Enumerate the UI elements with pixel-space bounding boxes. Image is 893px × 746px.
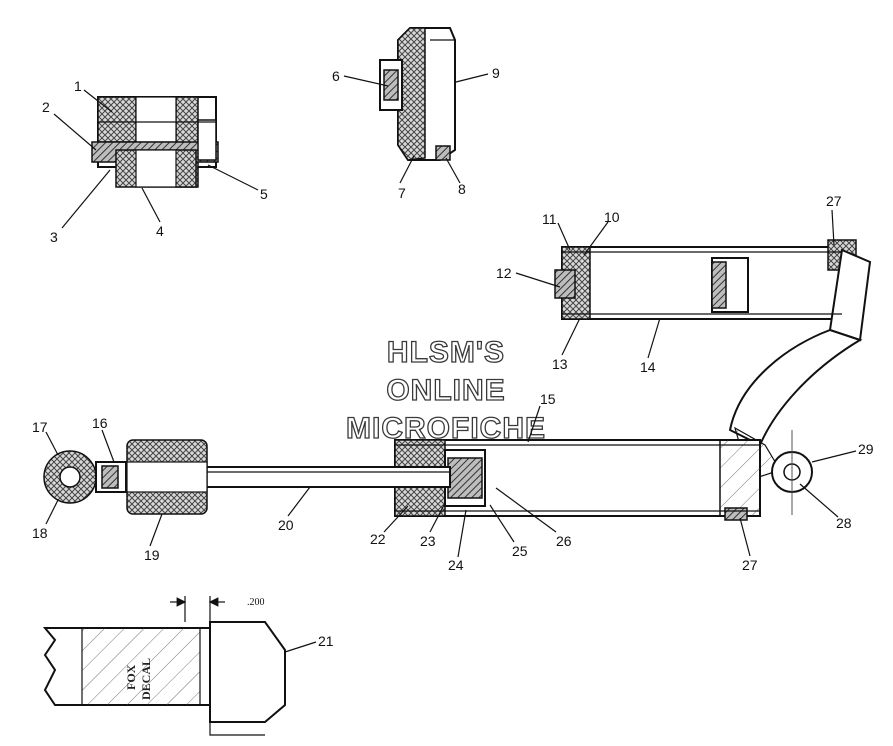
shock-body [394, 439, 761, 521]
leader-lines [45, 73, 857, 653]
callout-3: 3 [50, 229, 58, 245]
shaft [204, 466, 451, 488]
callout-10: 10 [604, 209, 620, 225]
callout-27-bottom: 27 [742, 557, 758, 573]
callout-23: 23 [420, 533, 436, 549]
dimension-label: .200 [247, 597, 265, 608]
callout-12: 12 [496, 265, 512, 281]
callout-24: 24 [448, 557, 464, 573]
reservoir-end-cap [379, 27, 456, 161]
clevis [771, 430, 813, 515]
callout-9: 9 [492, 65, 500, 81]
callout-19: 19 [144, 547, 160, 563]
callout-15: 15 [540, 391, 556, 407]
callout-22: 22 [370, 531, 386, 547]
callout-21: 21 [318, 633, 334, 649]
watermark-line3: MICROFICHE [346, 412, 546, 445]
callout-25: 25 [512, 543, 528, 559]
callout-17: 17 [32, 419, 48, 435]
callout-4: 4 [156, 223, 164, 239]
callout-20: 20 [278, 517, 294, 533]
callout-7: 7 [398, 185, 406, 201]
watermark-line2: ONLINE [386, 374, 505, 407]
eyelet [43, 450, 127, 504]
callout-14: 14 [640, 359, 656, 375]
bushing-assembly [91, 96, 219, 188]
callout-2: 2 [42, 99, 50, 115]
callout-29: 29 [858, 441, 874, 457]
decal-text-line1: FOX [124, 664, 138, 690]
decal-detail: FOX DECAL .200 [42, 596, 286, 736]
decal-text-line2: DECAL [139, 658, 153, 700]
bumper [126, 439, 208, 515]
callout-16: 16 [92, 415, 108, 431]
callouts: 1 2 3 4 5 6 7 8 9 10 11 12 13 14 15 16 1… [32, 65, 874, 649]
watermark-line1: HLSM'S [387, 336, 505, 369]
callout-18: 18 [32, 525, 48, 541]
callout-26: 26 [556, 533, 572, 549]
callout-6: 6 [332, 68, 340, 84]
callout-27-top: 27 [826, 193, 842, 209]
callout-5: 5 [260, 186, 268, 202]
reservoir [554, 239, 872, 342]
watermark: HLSM'S ONLINE MICROFICHE [345, 335, 546, 445]
callout-28: 28 [836, 515, 852, 531]
callout-13: 13 [552, 356, 568, 372]
callout-1: 1 [74, 78, 82, 94]
callout-8: 8 [458, 181, 466, 197]
callout-11: 11 [542, 211, 557, 227]
